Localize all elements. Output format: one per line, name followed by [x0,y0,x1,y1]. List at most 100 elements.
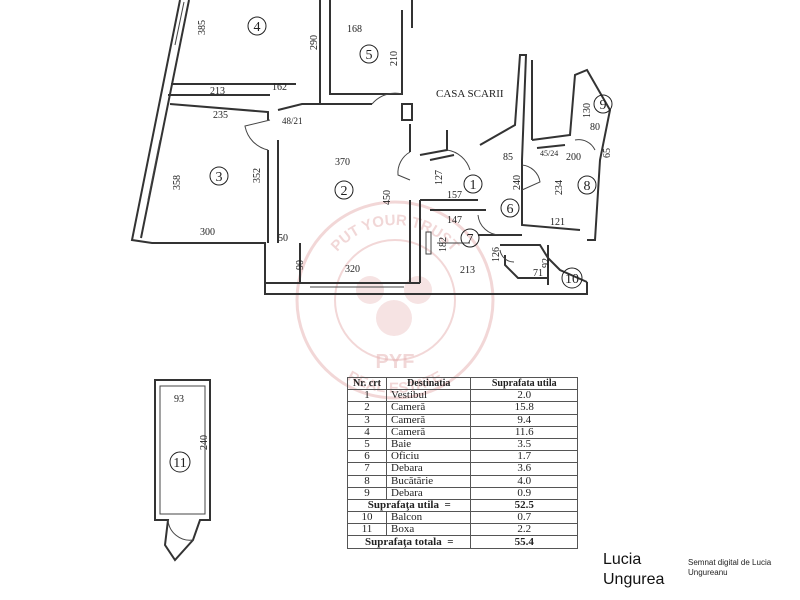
room-2-number: 2 [341,184,348,199]
dim-213-a: 213 [210,86,225,97]
doors [244,92,596,263]
dim-320: 320 [345,264,360,275]
row-nr: 8 [347,474,387,488]
row-nr: 5 [347,437,387,452]
subtotal-row: Suprafaţa utila = 52.5 [346,498,578,513]
total-eq: = [447,535,454,548]
row-nr: 10 [347,511,387,525]
dim-130: 130 [582,103,593,118]
dim-200: 200 [566,152,581,163]
row-suprafata: 3.5 [470,437,578,452]
row-nr: 11 [347,523,387,537]
dim-210: 210 [389,51,400,66]
row-nr: 7 [347,462,387,476]
row-destinatia: Cameră [385,401,472,415]
subtotal-label: Suprafaţa utila [367,498,439,511]
total-row: Suprafaţa totala = 55.4 [346,535,578,549]
dim-234: 234 [554,180,565,195]
row-nr: 3 [347,413,387,427]
room-7-number: 7 [467,232,474,247]
row-destinatia: Bucătărie [385,474,472,488]
room-5-number: 5 [366,48,373,63]
row-suprafata: 2.0 [470,389,578,403]
row-suprafata: 4.0 [470,474,578,488]
dim-93: 93 [174,394,184,405]
dim-168: 168 [347,24,362,35]
header-suprafata: Suprafata utila [470,376,578,391]
dim-50: 50 [278,233,288,244]
dim-290: 290 [309,35,320,50]
total-label: Suprafaţa totala [365,535,442,548]
room-8-number: 8 [584,179,591,194]
row-suprafata: 15.8 [470,401,578,415]
total-value: 55.4 [470,535,578,549]
row-nr: 9 [347,486,387,500]
subtotal-label-cell: Suprafaţa utila = [346,498,472,513]
total-label-cell: Suprafaţa totala = [346,535,472,549]
row-suprafata: 2.2 [470,523,578,537]
watermark-logo: PYF [376,351,415,373]
dim-92: 92 [541,258,552,268]
row-destinatia: Baie [385,437,472,452]
dim-182: 182 [438,237,449,252]
dim-90: 90 [295,260,306,270]
walls [130,0,612,295]
dim-65: 65 [602,148,613,158]
row-destinatia: Debara [385,462,472,476]
room-9-number: 9 [600,98,607,113]
signature-name: Lucia Ungurea [603,551,665,588]
dim-71: 71 [533,268,543,279]
dim-240-b: 240 [199,435,210,450]
row-suprafata: 0.9 [470,486,578,500]
dim-358: 358 [172,175,183,190]
dim-240-a: 240 [512,175,523,190]
dim-48-21: 48/21 [282,116,303,126]
row-destinatia: Oficiu [385,450,472,464]
dim-80: 80 [590,122,600,133]
row-destinatia: Vestibul [385,389,472,403]
dim-213-b: 213 [460,265,475,276]
room-1-number: 1 [470,178,477,193]
row-suprafata: 11.6 [470,425,578,439]
dimensions: 385 290 168 210 213 162 235 48/21 370 35… [172,20,613,450]
room-3-number: 3 [216,170,223,185]
header-destinatia: Destinatia [385,376,472,391]
signature-note: Semnat digital de Lucia Ungureanu [688,558,772,577]
stair-label: CASA SCARII [436,88,504,100]
dim-300: 300 [200,227,215,238]
row-nr: 2 [347,401,387,415]
room-numbers: 1 2 3 4 5 6 7 8 9 10 11 [169,16,613,473]
dim-45-24: 45/24 [540,149,558,158]
row-destinatia: Balcon [385,511,472,525]
row-destinatia: Boxa [385,523,472,537]
row-destinatia: Cameră [385,425,472,439]
row-suprafata: 3.6 [470,462,578,476]
room-10-number: 10 [565,272,579,287]
room-11-number: 11 [173,456,186,471]
dim-352: 352 [252,168,263,183]
dim-85: 85 [503,152,513,163]
dim-157: 157 [447,190,462,201]
row-suprafata: 1.7 [470,450,578,464]
dim-162: 162 [272,82,287,93]
storage-box-outline [154,379,211,562]
row-suprafata: 9.4 [470,413,578,427]
row-nr: 6 [347,450,387,464]
row-destinatia: Debara [385,486,472,500]
row-nr: 4 [347,425,387,439]
dim-147: 147 [447,215,462,226]
dim-370: 370 [335,157,350,168]
row-suprafata: 0.7 [470,511,578,525]
dim-385: 385 [197,20,208,35]
room-4-number: 4 [254,20,261,35]
dim-121: 121 [550,217,565,228]
row-destinatia: Cameră [385,413,472,427]
